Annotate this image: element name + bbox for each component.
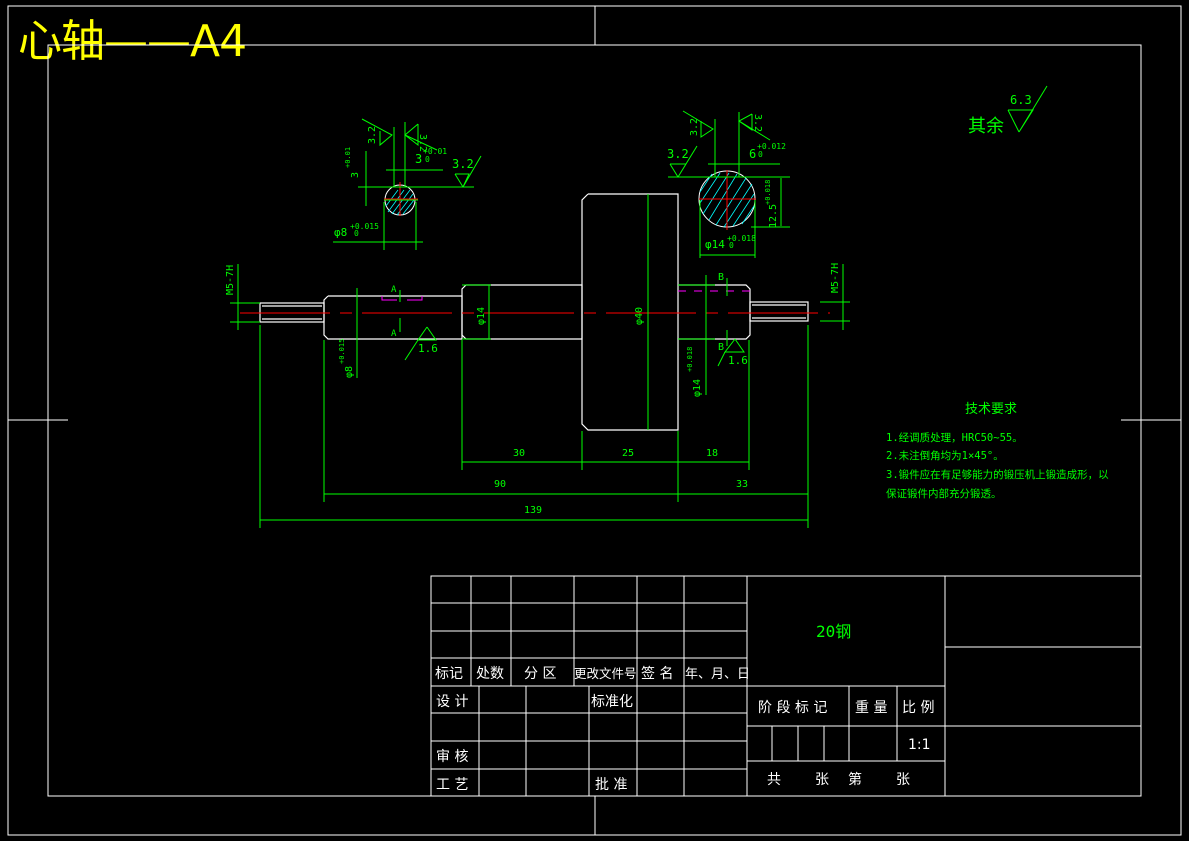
sec-a-roughness-left: 3.2 (367, 126, 378, 144)
label-process: 工 艺 (436, 777, 468, 793)
rev-header-signature: 签 名 (641, 665, 673, 682)
label-design: 设 计 (436, 694, 468, 710)
sec-b-keyway-tol-upper: +0.012 (757, 142, 786, 151)
tech-req-item: 保证锻件内部充分锻透。 (886, 487, 1002, 500)
sec-a-depth: 3 (350, 172, 361, 178)
label-sheets-unit2: 张 (896, 772, 910, 788)
sec-a-roughness-bottom: 3.2 (452, 157, 474, 171)
section-a-label-bottom: A (391, 329, 397, 339)
scale-value: 1:1 (908, 737, 931, 753)
roughness-shaft-right: 1.6 (728, 354, 748, 367)
label-sheets-unit1: 张 (815, 772, 829, 788)
sec-a-keyway-width: 3 (415, 152, 422, 166)
rev-header-doc-no: 更改文件号 (574, 666, 637, 681)
material-label: 20钢 (816, 622, 851, 641)
dia-right-step-tol: +0.018 (686, 347, 694, 372)
tech-req-item: 2.未注倒角均为1×45°。 (886, 449, 1004, 462)
label-approve: 批 准 (595, 777, 627, 793)
rev-header-mark: 标记 (435, 666, 463, 682)
label-scale: 比 例 (902, 700, 934, 716)
sec-b-keyway-width: 6 (749, 147, 756, 161)
dim-139: 139 (524, 505, 542, 516)
label-standardize: 标准化 (591, 694, 633, 710)
label-stage-mark: 阶 段 标 记 (758, 700, 827, 716)
sheet-border (7, 5, 1182, 836)
sec-b-roughness-side: 3.2 (667, 147, 689, 161)
label-weight: 重 量 (855, 700, 887, 716)
sec-b-keyway-tol-lower: 0 (758, 150, 763, 159)
dim-33: 33 (736, 479, 748, 490)
tech-requirements: 技术要求 1.经调质处理，HRC50~55。 2.未注倒角均为1×45°。 3.… (886, 402, 1109, 500)
sec-b-dia-tol-upper: +0.018 (727, 234, 756, 243)
section-a-view: 3.2 3.2 3.2 3 +0.01 0 3 +0.01 φ8 +0.015 … (333, 118, 482, 250)
sec-a-roughness-right: 3.2 (417, 134, 428, 152)
title-block (430, 575, 1142, 797)
sec-a-keyway-tol-lower: 0 (425, 155, 430, 164)
rev-header-zone: 分 区 (524, 666, 556, 682)
dim-30: 30 (513, 448, 525, 459)
section-b-view: 3.2 3.2 3.2 6 +0.012 0 12.5 +0.018 φ14 +… (667, 110, 790, 258)
sec-b-depth: 12.5 (768, 204, 779, 228)
general-roughness-symbol: 其余 6.3 (968, 85, 1048, 137)
rev-header-date: 年、月、日 (685, 667, 750, 682)
section-b-label-top: B (718, 272, 724, 283)
sec-b-diameter: φ14 (705, 238, 725, 251)
dim-18: 18 (706, 448, 718, 459)
shaft-main-view: A A B B M5-7H M5-7H φ8 +0.015 φ14 φ40 φ1… (225, 193, 850, 528)
title-block-text: 标记 处数 分 区 更改文件号 签 名 年、月、日 设 计 标准化 审 核 工 … (435, 622, 934, 793)
rev-header-count: 处数 (476, 666, 504, 682)
roughness-shaft-left: 1.6 (418, 342, 438, 355)
dia-right-step: φ14 (692, 379, 703, 397)
sec-b-dia-tol-lower: 0 (729, 241, 734, 250)
dia-collar: φ40 (634, 307, 645, 325)
sec-a-depth-tol: +0.01 (344, 147, 352, 168)
sec-a-dia-tol-lower: 0 (354, 229, 359, 238)
tech-req-item: 3.锻件应在有足够能力的锻压机上锻造成形，以 (886, 468, 1109, 481)
sec-a-dia-tol-upper: +0.015 (350, 222, 379, 231)
sec-a-keyway-tol-upper: +0.01 (423, 147, 447, 156)
label-sheet-no: 第 (848, 771, 862, 788)
drawing-title: 心轴——A4 (18, 16, 247, 67)
thread-right-label: M5-7H (830, 263, 841, 293)
tech-req-item: 1.经调质处理，HRC50~55。 (886, 431, 1023, 444)
label-sheets-total: 共 (767, 772, 781, 788)
general-roughness-label: 其余 (968, 116, 1004, 137)
sec-b-roughness-right: 3.2 (752, 114, 763, 132)
sec-a-diameter: φ8 (334, 226, 347, 239)
general-roughness-value: 6.3 (1010, 93, 1032, 107)
label-review: 审 核 (436, 749, 468, 765)
dia-left-step: φ8 (344, 366, 355, 378)
dia-mid: φ14 (476, 307, 487, 325)
dia-left-step-tol: +0.015 (338, 339, 346, 364)
dim-25: 25 (622, 448, 634, 459)
sec-b-depth-tol: +0.018 (764, 180, 772, 205)
section-a-label-top: A (391, 285, 397, 295)
thread-left-label: M5-7H (225, 265, 236, 295)
dim-90: 90 (494, 479, 506, 490)
section-b-label-bottom: B (718, 342, 724, 353)
tech-req-heading: 技术要求 (965, 402, 1017, 417)
sec-b-roughness-left: 3.2 (689, 118, 700, 136)
